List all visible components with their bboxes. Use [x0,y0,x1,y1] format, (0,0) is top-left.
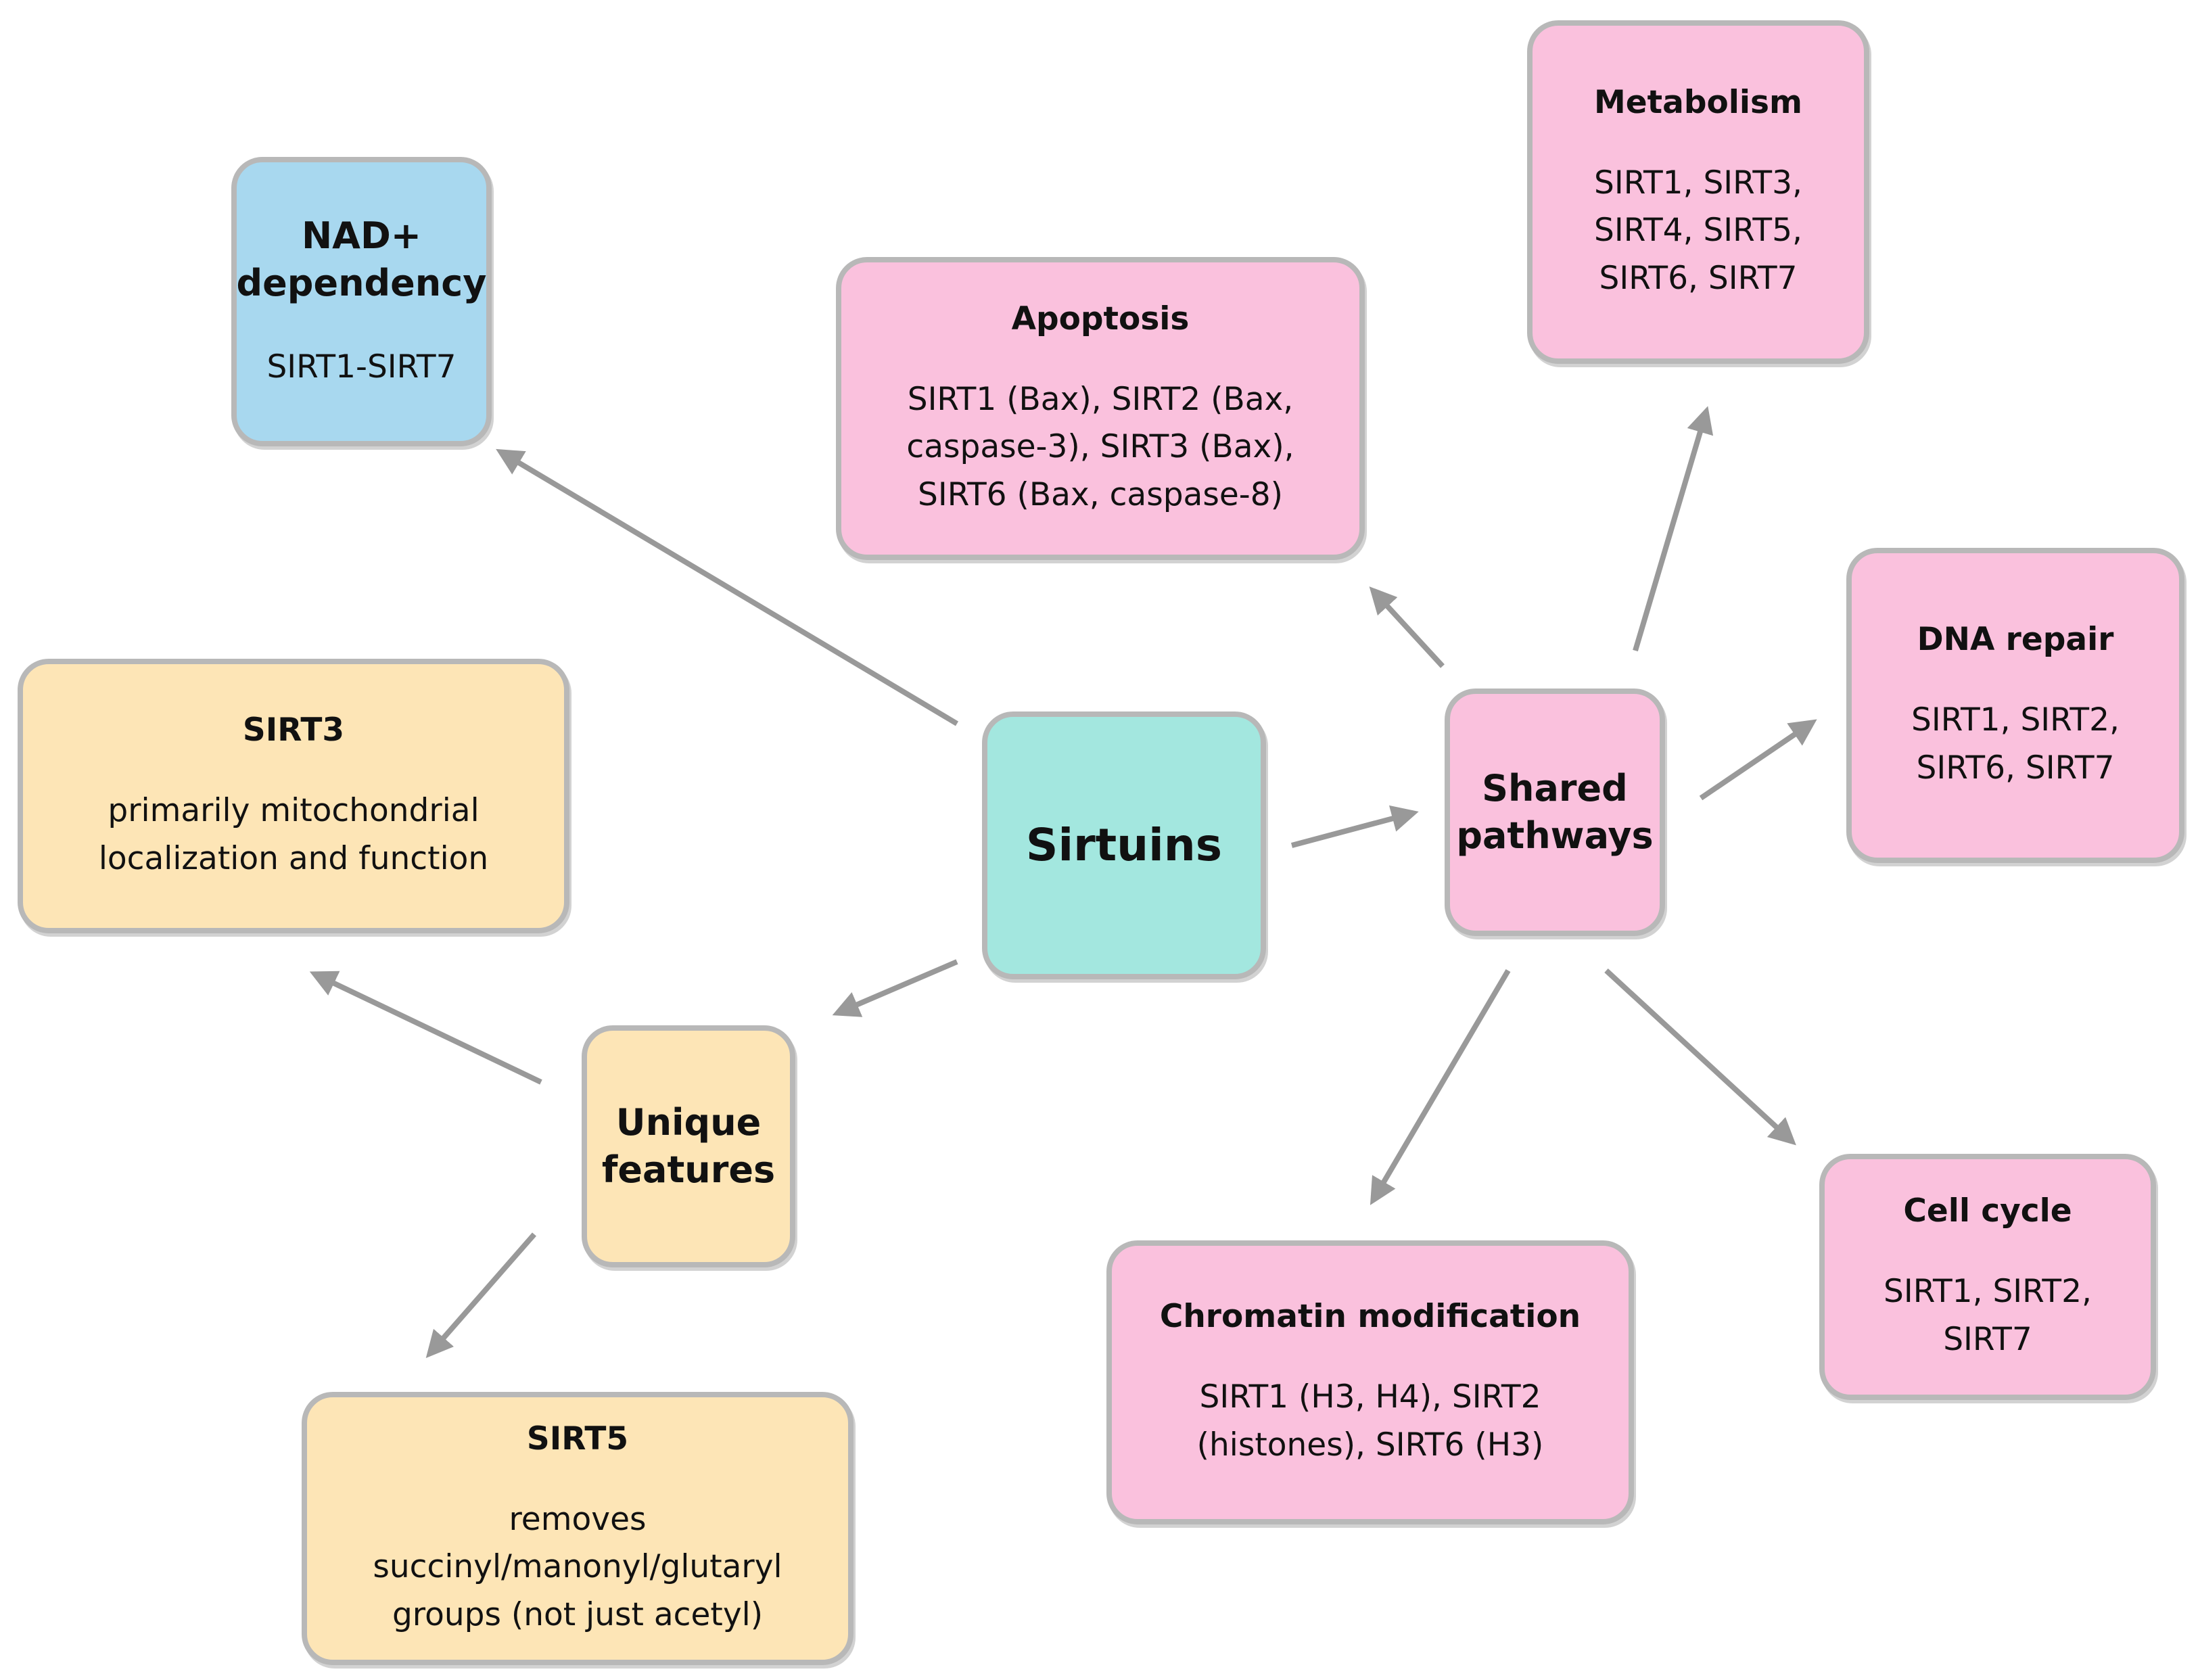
node-sirtuins-title: Sirtuins [1025,819,1223,872]
arrow-sirtuins-to-unique [832,959,958,1017]
node-metabolism: Metabolism SIRT1, SIRT3, SIRT4, SIRT5, S… [1527,20,1869,364]
node-unique-features-title: Unique features [601,1100,776,1191]
node-cell-cycle-body: SIRT1, SIRT2, SIRT7 [1884,1273,2092,1358]
arrow-sirtuins-to-shared [1290,805,1419,848]
node-chromatin-modification: Chromatin modification SIRT1 (H3, H4), S… [1106,1240,1634,1524]
node-sirt5: SIRT5 removes succinyl/manonyl/glutaryl … [302,1392,854,1665]
node-apoptosis-body: SIRT1 (Bax), SIRT2 (Bax, caspase-3), SIR… [906,380,1294,513]
arrow-shared-to-metabolism [1633,406,1714,652]
node-shared-pathways-title: Shared pathways [1456,766,1654,857]
node-sirt3: SIRT3 primarily mitochondrial localizati… [18,659,569,933]
arrow-unique-to-sirt3 [309,971,542,1085]
node-cell-cycle: Cell cycle SIRT1, SIRT2, SIRT7 [1819,1154,2156,1400]
node-nad-dependency: NAD+ dependency SIRT1-SIRT7 [231,157,492,446]
node-unique-features: Unique features [582,1025,795,1267]
arrow-shared-to-apoptosis [1369,586,1445,668]
node-dna-repair-title: DNA repair [1917,620,2114,658]
node-apoptosis: Apoptosis SIRT1 (Bax), SIRT2 (Bax, caspa… [836,257,1365,560]
arrow-shared-to-chromatin [1370,969,1511,1205]
node-shared-pathways: Shared pathways [1445,689,1665,936]
node-nad-dependency-title: NAD+ dependency [236,214,487,304]
node-chromatin-modification-title: Chromatin modification [1159,1297,1581,1335]
node-dna-repair-body: SIRT1, SIRT2, SIRT6, SIRT7 [1911,701,2120,787]
node-sirt3-body: primarily mitochondrial localization and… [98,792,489,877]
node-chromatin-modification-body: SIRT1 (H3, H4), SIRT2 (histones), SIRT6 … [1196,1378,1544,1464]
arrow-unique-to-sirt5 [425,1232,537,1359]
node-sirt5-body: removes succinyl/manonyl/glutaryl groups… [373,1500,782,1633]
arrow-shared-to-dna-repair [1699,719,1817,801]
arrow-sirtuins-to-nad [496,448,959,726]
node-cell-cycle-title: Cell cycle [1903,1192,2072,1230]
node-dna-repair: DNA repair SIRT1, SIRT2, SIRT6, SIRT7 [1846,548,2184,863]
arrow-shared-to-cell-cycle [1604,969,1796,1146]
node-sirt3-title: SIRT3 [242,711,345,749]
node-apoptosis-title: Apoptosis [1011,300,1190,337]
node-metabolism-title: Metabolism [1594,83,1802,121]
node-sirtuins: Sirtuins [982,711,1266,979]
node-nad-dependency-body: SIRT1-SIRT7 [266,348,457,386]
node-metabolism-body: SIRT1, SIRT3, SIRT4, SIRT5, SIRT6, SIRT7 [1594,164,1802,297]
node-sirt5-title: SIRT5 [526,1420,629,1457]
